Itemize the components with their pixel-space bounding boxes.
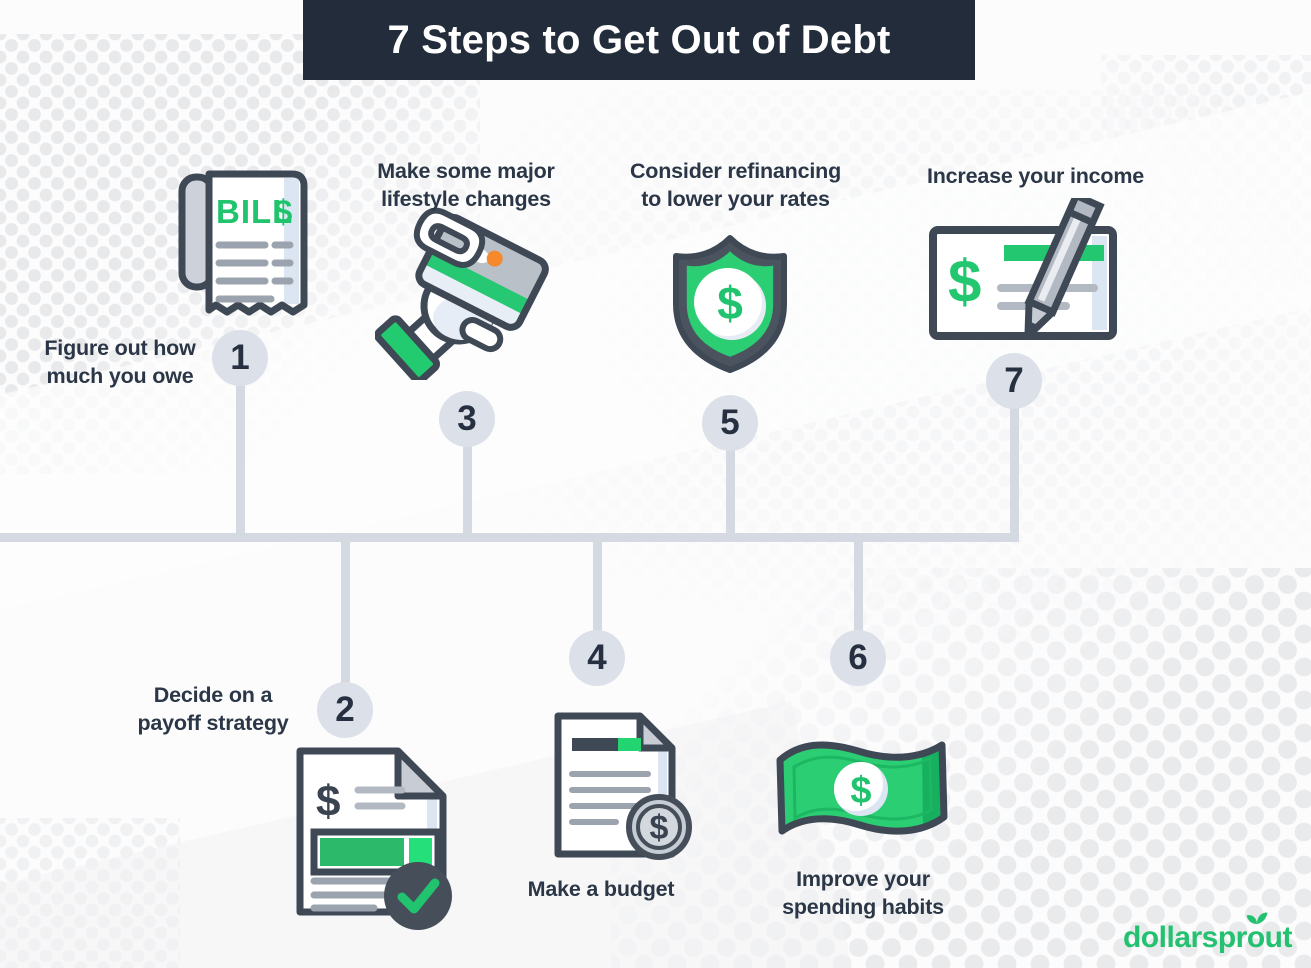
logo-text-pre: dollarspr xyxy=(1122,921,1247,954)
check-mark xyxy=(397,878,440,914)
connector-step-1 xyxy=(236,358,245,537)
step-7-label: Increase your income xyxy=(926,164,1145,188)
pen xyxy=(1024,190,1105,340)
card-chip-dot xyxy=(486,250,503,267)
logo-sprout-o: o xyxy=(1246,912,1268,955)
connector-step-3 xyxy=(463,419,472,537)
page-title: 7 Steps to Get Out of Debt xyxy=(387,17,891,62)
step-3-number-badge: 3 xyxy=(439,391,495,447)
step-2-icon: $ xyxy=(286,744,458,935)
step-6-number-badge: 6 xyxy=(830,630,886,686)
pen-tip xyxy=(1027,321,1039,337)
step-1-icon: BILL $ xyxy=(172,166,314,329)
step-3-label: Make some major lifestyle changes xyxy=(377,159,555,212)
money-bill-icon: $ xyxy=(776,741,948,835)
step-5-number-badge: 5 xyxy=(702,395,758,451)
step-3-icon xyxy=(374,200,570,385)
check-circle xyxy=(384,862,452,930)
connector-step-6 xyxy=(854,537,863,658)
cuff xyxy=(374,315,441,384)
step-2-label: Decide on a payoff strategy xyxy=(137,683,289,736)
timeline-main-line xyxy=(0,533,1019,542)
card-stripe xyxy=(423,249,531,315)
step-4-label: Make a budget xyxy=(527,877,675,901)
finger-curl xyxy=(413,207,486,268)
connector-step-2 xyxy=(341,537,350,710)
dollar-text: $ xyxy=(316,777,340,826)
budget-document-coin-icon: $ xyxy=(554,712,692,860)
connector-step-5 xyxy=(726,423,735,537)
bill-dollar-text: $ xyxy=(274,193,292,230)
step-5-label: Consider refinancing to lower your rates xyxy=(629,159,842,212)
step-2-number-badge: 2 xyxy=(317,682,373,738)
hand-credit-card-icon xyxy=(374,207,549,384)
check-pen-icon: $ xyxy=(929,190,1117,340)
progress-bar-fill xyxy=(320,838,404,866)
title-bar-green xyxy=(618,738,641,751)
receipt-lines xyxy=(215,241,294,303)
coin-dollar-text: $ xyxy=(650,809,669,847)
step-7-icon: $ xyxy=(926,190,1134,358)
bill-receipt-icon: BILL $ xyxy=(178,170,308,316)
step-1-label: Figure out how much you owe xyxy=(44,336,196,389)
fingertip xyxy=(459,317,504,353)
step-4-icon: $ xyxy=(546,710,692,867)
document-checkmark-icon: $ xyxy=(296,747,452,930)
bill-word-text: BILL xyxy=(216,193,293,230)
step-6-label: Improve your spending habits xyxy=(782,867,944,920)
title-banner: 7 Steps to Get Out of Debt xyxy=(303,0,975,80)
shield-dollar-text: $ xyxy=(717,277,743,329)
step-5-icon: $ xyxy=(666,226,794,381)
step-4-number-badge: 4 xyxy=(569,630,625,686)
connector-step-4 xyxy=(593,537,602,658)
logo-text-post: ut xyxy=(1264,921,1293,954)
bill-dollar-text: $ xyxy=(850,770,871,812)
step-1-number-badge: 1 xyxy=(212,330,268,386)
connector-step-7 xyxy=(1010,381,1019,537)
title-bar-dark xyxy=(572,738,618,751)
shield-dollar-icon: $ xyxy=(673,235,787,373)
sprout-leaf-icon xyxy=(1246,912,1268,924)
check-dollar-text: $ xyxy=(948,248,981,315)
step-6-icon: $ xyxy=(772,730,952,853)
step-7-number-badge: 7 xyxy=(986,353,1042,409)
